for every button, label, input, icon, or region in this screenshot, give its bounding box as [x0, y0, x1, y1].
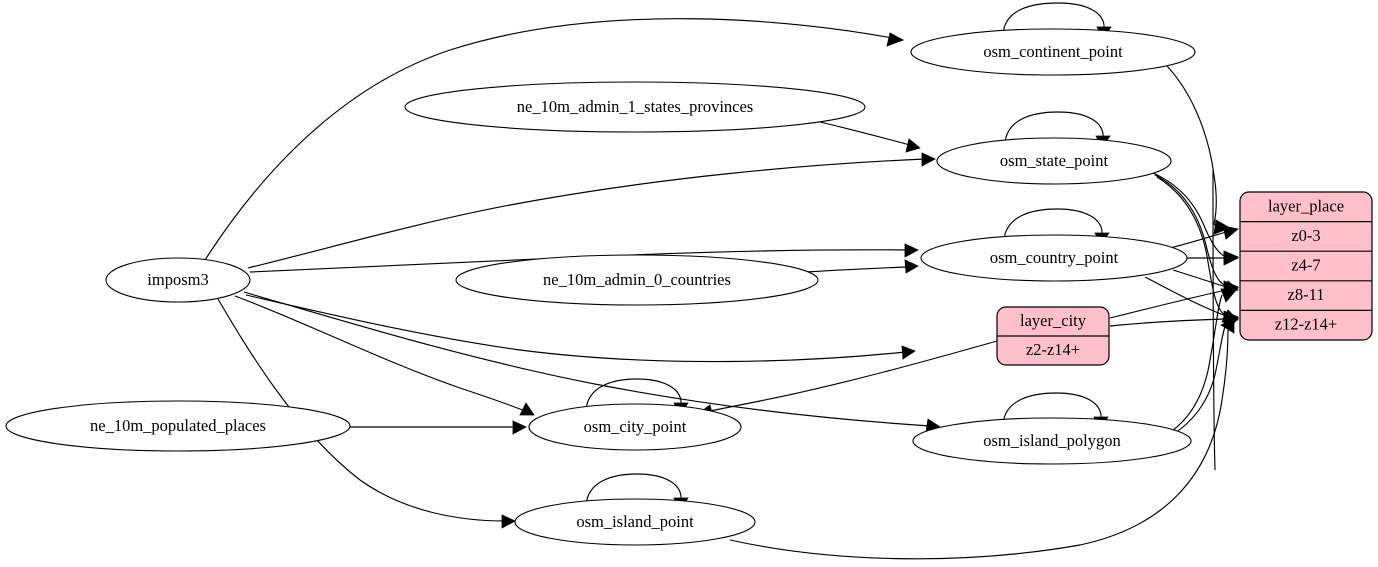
node-ne-10m-populated-places[interactable]: ne_10m_populated_places — [5, 400, 351, 452]
record-layer-place-row-z8-11[interactable]: z8-11 — [1288, 285, 1325, 304]
edge-ne_populated-to-osm_city_point — [350, 420, 527, 435]
node-osm-city-point[interactable]: osm_city_point — [528, 403, 742, 451]
node-osm-island-point[interactable]: osm_island_point — [514, 498, 756, 546]
edge-imposm3-to-osm_island_point — [217, 298, 516, 529]
edge-passthrough-line — [1212, 169, 1216, 471]
edge-layer_city-to-layer_place-z12-z14+ — [1109, 312, 1239, 327]
edge-imposm3-to-osm_city_point — [234, 295, 535, 416]
node-ne-countries-label: ne_10m_admin_0_countries — [543, 270, 731, 289]
node-osm-continent-point[interactable]: osm_continent_point — [910, 28, 1196, 76]
node-osm-continent-point-label: osm_continent_point — [983, 42, 1123, 61]
node-osm-island-polygon-label: osm_island_polygon — [983, 431, 1121, 450]
record-layer-place-row-z0-3[interactable]: z0-3 — [1291, 226, 1320, 245]
edge-osm_island_polygon-to-layer_place-z8-11 — [1171, 288, 1237, 432]
node-ne-10m-admin-0-countries[interactable]: ne_10m_admin_0_countries — [455, 254, 819, 306]
record-layer-city-title: layer_city — [1020, 311, 1087, 330]
edge-osm_continent_point-to-layer_place-z0-3 — [1165, 64, 1231, 235]
node-osm-country-point-label: osm_country_point — [990, 248, 1119, 267]
node-osm-island-point-label: osm_island_point — [576, 512, 694, 531]
record-layer-place[interactable]: layer_place z0-3 z4-7 z8-11 z12-z14+ — [1239, 191, 1373, 341]
edge-imposm3-to-osm_state_point — [247, 152, 936, 269]
edge-imposm3-to-layer_city — [245, 294, 916, 363]
record-layer-place-row-z12-z14plus[interactable]: z12-z14+ — [1275, 314, 1337, 333]
node-ne-populated-label: ne_10m_populated_places — [90, 416, 266, 435]
edge-osm_country_point-to-layer_place-z0-3 — [1169, 225, 1239, 249]
node-osm-state-point[interactable]: osm_state_point — [936, 137, 1172, 185]
edge-imposm3-to-osm_continent_point — [204, 18, 904, 261]
node-layer: imposm3 ne_10m_admin_1_states_provinces … — [5, 28, 1196, 546]
node-osm-island-polygon[interactable]: osm_island_polygon — [912, 417, 1192, 465]
node-imposm3[interactable]: imposm3 — [105, 257, 251, 303]
record-layer: layer_place z0-3 z4-7 z8-11 z12-z14+ lay… — [996, 191, 1373, 366]
node-ne-10m-admin-1-states-provinces[interactable]: ne_10m_admin_1_states_provinces — [404, 81, 866, 133]
record-layer-place-row-z4-7[interactable]: z4-7 — [1291, 255, 1320, 274]
edge-ne_states-to-osm_state_point — [819, 121, 921, 153]
record-layer-city-row-z2-z14plus[interactable]: z2-z14+ — [1026, 340, 1080, 359]
record-layer-city[interactable]: layer_city z2-z14+ — [996, 306, 1110, 366]
node-osm-city-point-label: osm_city_point — [584, 417, 687, 436]
node-ne-states-label: ne_10m_admin_1_states_provinces — [517, 97, 753, 116]
edge-osm_island_point-to-layer_place-z12-z14+ — [729, 319, 1235, 560]
edge-ne_countries-to-osm_country_point — [804, 259, 919, 274]
node-osm-country-point[interactable]: osm_country_point — [920, 234, 1188, 282]
edge-layer_city-to-osm_city_point — [697, 340, 998, 419]
edge-osm_country_point-to-layer_place-z4-7 — [1186, 251, 1239, 266]
node-osm-state-point-label: osm_state_point — [1000, 151, 1109, 170]
record-layer-place-title: layer_place — [1268, 196, 1344, 215]
node-imposm3-label: imposm3 — [147, 270, 208, 289]
